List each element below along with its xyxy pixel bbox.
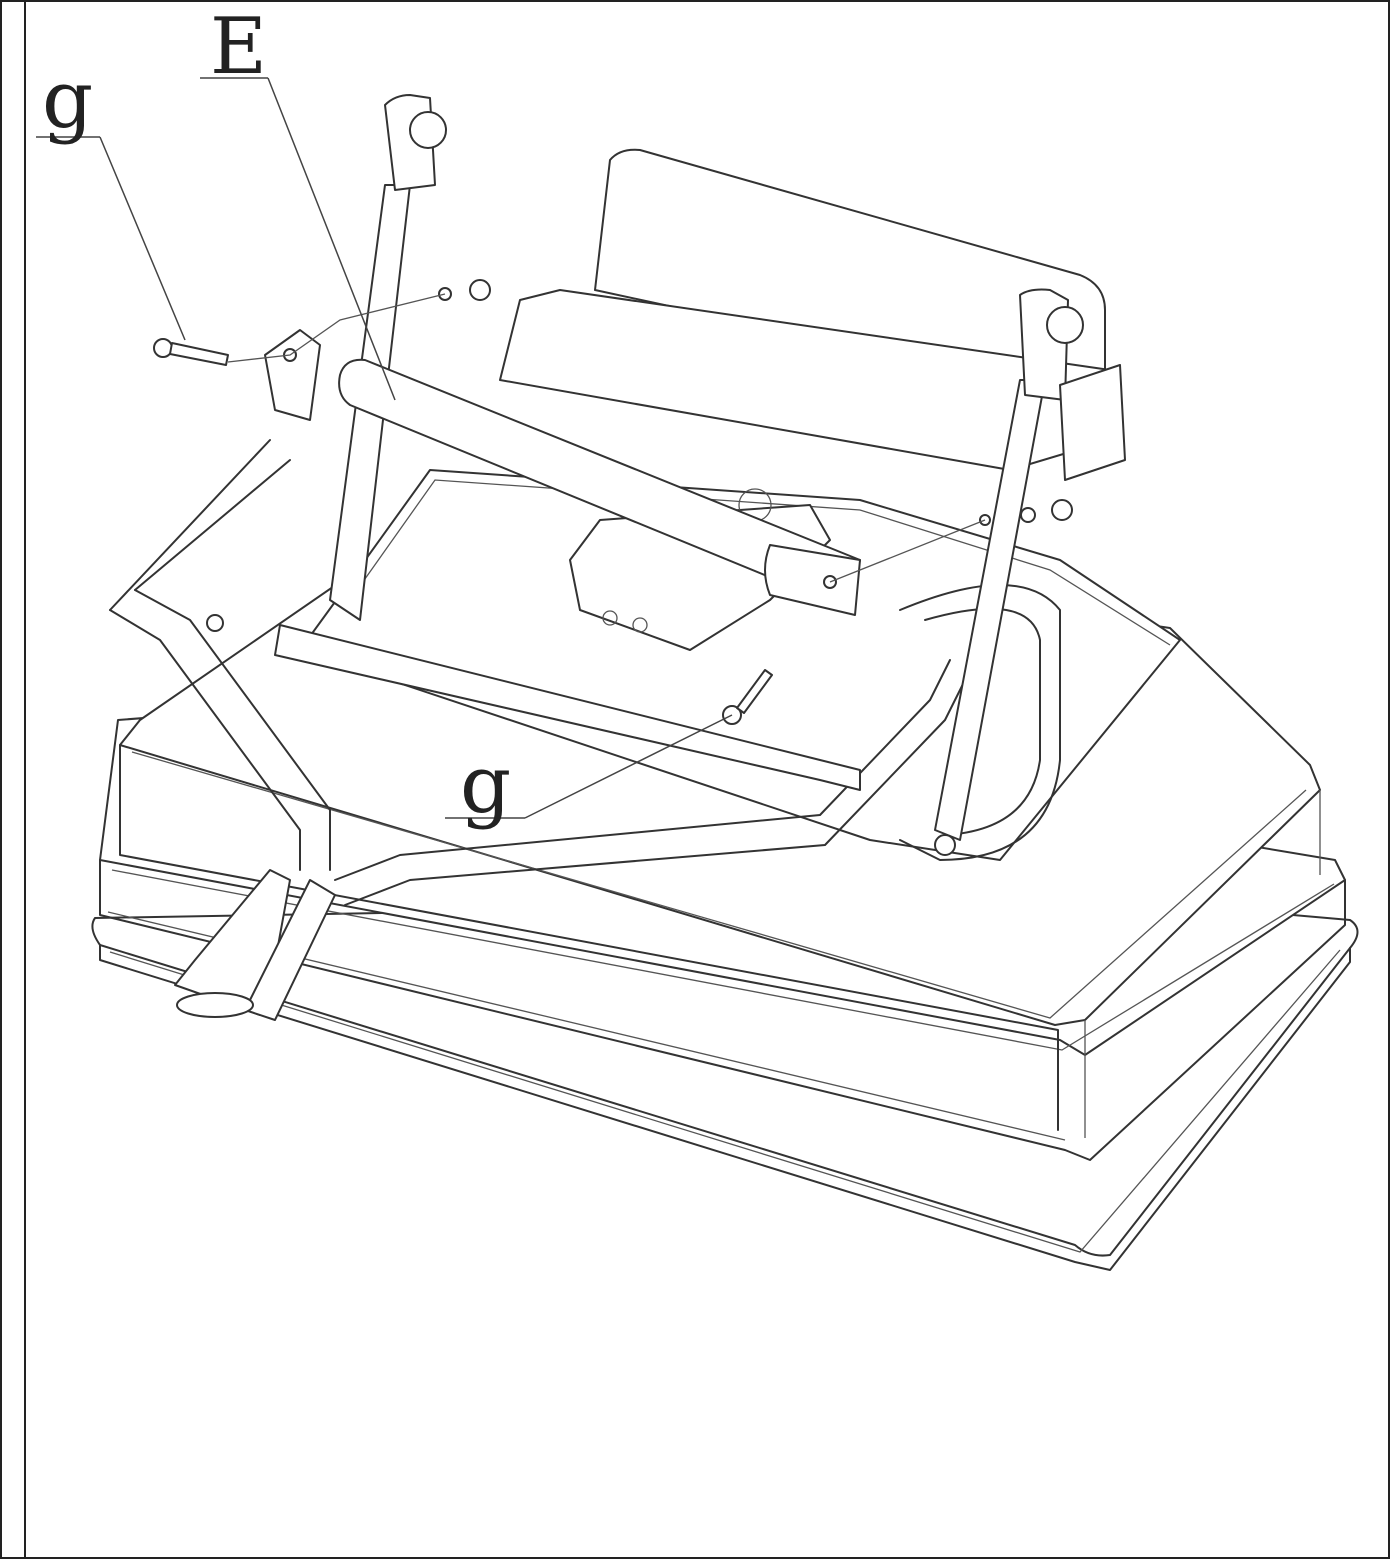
callout-g-top: g (42, 53, 94, 146)
callout-g-bottom: g (460, 738, 512, 831)
hardware (153, 279, 1073, 856)
cross-tube-e (338, 358, 861, 616)
leader-e (267, 77, 396, 401)
callout-e: E (210, 2, 267, 92)
leader-g-bottom (524, 714, 733, 819)
leader-g-top (99, 136, 186, 341)
tube-frame (109, 439, 1061, 1021)
